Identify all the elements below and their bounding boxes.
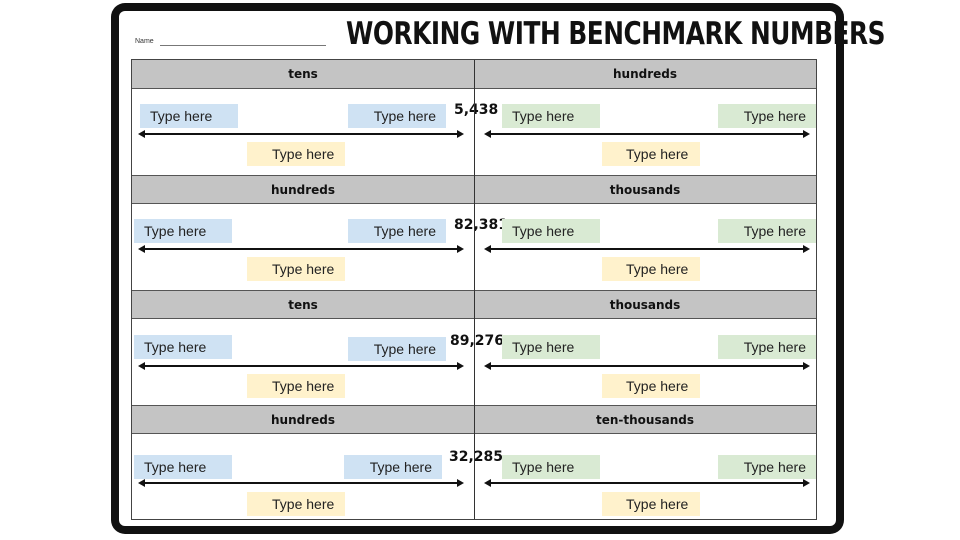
right-number-line-arrow (484, 130, 810, 138)
left-rounded-answer-input[interactable]: Type here (247, 492, 345, 516)
worksheet-title: WORKING WITH BENCHMARK NUMBERS (346, 16, 885, 52)
target-number: 89,276 (448, 333, 507, 349)
left-number-line-arrow (138, 362, 464, 370)
left-number-line-arrow (138, 479, 464, 487)
right-rounded-answer-input[interactable]: Type here (602, 142, 700, 166)
left-number-line-arrow (138, 130, 464, 138)
right-lower-benchmark-input[interactable]: Type here (502, 455, 600, 479)
worksheet-page (119, 11, 836, 526)
left-lower-benchmark-input[interactable]: Type here (134, 219, 232, 243)
left-header: tens (288, 298, 318, 312)
right-header: hundreds (612, 67, 677, 81)
right-header: ten-thousands (596, 413, 694, 427)
left-header: tens (288, 67, 318, 81)
left-upper-benchmark-input[interactable]: Type here (348, 337, 446, 361)
right-upper-benchmark-input[interactable]: Type here (718, 219, 816, 243)
left-upper-benchmark-input[interactable]: Type here (348, 219, 446, 243)
benchmark-section-4: hundreds ten-thousands Type here Type he… (132, 405, 816, 519)
target-number: 5,438 (452, 102, 501, 118)
right-upper-benchmark-input[interactable]: Type here (718, 104, 816, 128)
left-rounded-answer-input[interactable]: Type here (247, 142, 345, 166)
left-rounded-answer-input[interactable]: Type here (247, 257, 345, 281)
left-lower-benchmark-input[interactable]: Type here (134, 455, 232, 479)
right-header: thousands (609, 183, 681, 197)
left-upper-benchmark-input[interactable]: Type here (348, 104, 446, 128)
left-lower-benchmark-input[interactable]: Type here (134, 335, 232, 359)
right-rounded-answer-input[interactable]: Type here (602, 492, 700, 516)
right-rounded-answer-input[interactable]: Type here (602, 374, 700, 398)
left-number-line-arrow (138, 245, 464, 253)
right-lower-benchmark-input[interactable]: Type here (502, 104, 600, 128)
name-field-line[interactable] (160, 45, 326, 46)
left-rounded-answer-input[interactable]: Type here (247, 374, 345, 398)
left-header: hundreds (270, 183, 335, 197)
name-label: Name (135, 38, 154, 45)
right-rounded-answer-input[interactable]: Type here (602, 257, 700, 281)
right-lower-benchmark-input[interactable]: Type here (502, 219, 600, 243)
right-lower-benchmark-input[interactable]: Type here (502, 335, 600, 359)
right-number-line-arrow (484, 479, 810, 487)
center-divider (474, 60, 475, 519)
target-number: 82,381 (452, 217, 511, 233)
benchmark-grid: tens hundreds Type here Type here Type h… (131, 59, 817, 520)
right-upper-benchmark-input[interactable]: Type here (718, 455, 816, 479)
target-number: 32,285 (447, 449, 506, 465)
left-header: hundreds (270, 413, 335, 427)
right-header: thousands (609, 298, 681, 312)
benchmark-section-1: tens hundreds Type here Type here Type h… (132, 60, 816, 175)
right-number-line-arrow (484, 245, 810, 253)
right-upper-benchmark-input[interactable]: Type here (718, 335, 816, 359)
left-upper-benchmark-input[interactable]: Type here (344, 455, 442, 479)
left-lower-benchmark-input[interactable]: Type here (140, 104, 238, 128)
right-number-line-arrow (484, 362, 810, 370)
